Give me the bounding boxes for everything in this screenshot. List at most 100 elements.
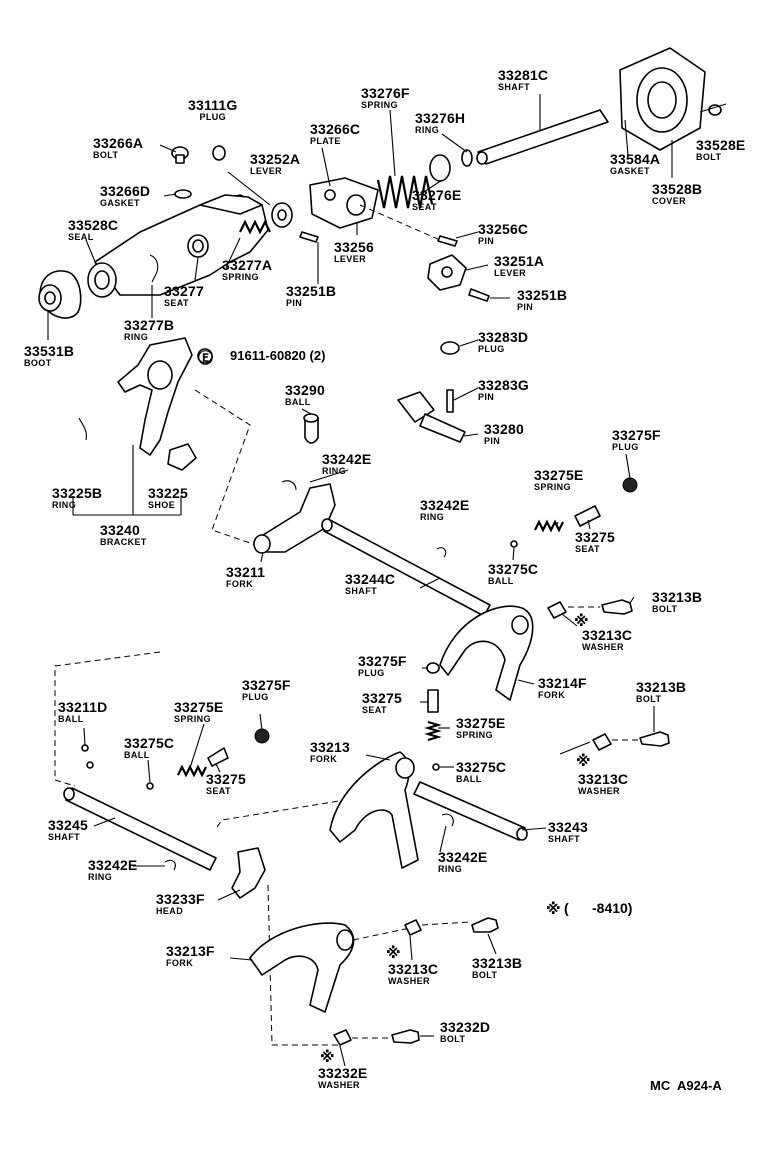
bracket-33240 bbox=[117, 337, 213, 456]
lever-33252a bbox=[271, 202, 293, 228]
shaft-33245 bbox=[63, 787, 217, 871]
spring-33277a bbox=[239, 219, 271, 235]
fork-33213 bbox=[329, 751, 419, 869]
washer-33232e bbox=[333, 1029, 352, 1046]
shaft-33243 bbox=[413, 781, 528, 841]
shift-lever-housing bbox=[94, 145, 269, 296]
washer-33213c-2 bbox=[592, 733, 612, 751]
lever-33256 bbox=[356, 204, 441, 241]
spring-33276f bbox=[376, 175, 434, 209]
leader-lines bbox=[72, 94, 673, 1067]
shaft-33244c bbox=[321, 518, 491, 617]
note-text: ( -8410) bbox=[564, 900, 633, 916]
diagram-code: MC A924-A bbox=[650, 1078, 722, 1093]
note-mark-washer-1: ※ bbox=[574, 613, 589, 630]
lever-33251a bbox=[427, 254, 467, 291]
shoe-33225 bbox=[167, 443, 197, 471]
seal-33528c bbox=[87, 262, 117, 298]
note-mark-washer-4: ※ bbox=[320, 1049, 335, 1066]
boot-33531b bbox=[38, 270, 82, 340]
spring-33275e-3 bbox=[177, 764, 207, 778]
fork-33214f bbox=[439, 605, 534, 701]
bolt-33232d bbox=[391, 1029, 420, 1044]
plug-33283d bbox=[440, 341, 460, 355]
extra-part-number: 91611-60820 (2) bbox=[230, 348, 326, 363]
bolt-33213b-2 bbox=[639, 731, 670, 747]
washer-33213c-3 bbox=[404, 919, 422, 936]
cover-33528b bbox=[619, 47, 727, 151]
note-mark-washer-2: ※ bbox=[576, 753, 591, 770]
ball-33290 bbox=[303, 413, 319, 444]
fork-33211 bbox=[253, 483, 336, 554]
plate-33266c bbox=[309, 177, 379, 229]
head-33233f bbox=[231, 847, 266, 899]
spring-33275e-2 bbox=[424, 720, 442, 742]
fork-33213f bbox=[249, 922, 355, 1013]
washer-33213c-1 bbox=[547, 601, 567, 619]
shaft-33281c bbox=[476, 109, 609, 165]
extra-part-mark: Ⓔ bbox=[198, 350, 214, 367]
note-mark: ※ bbox=[546, 901, 561, 918]
pin-33280 bbox=[397, 391, 466, 443]
bolt-33213b-3 bbox=[471, 917, 499, 933]
spring-33275e-1 bbox=[534, 519, 564, 533]
